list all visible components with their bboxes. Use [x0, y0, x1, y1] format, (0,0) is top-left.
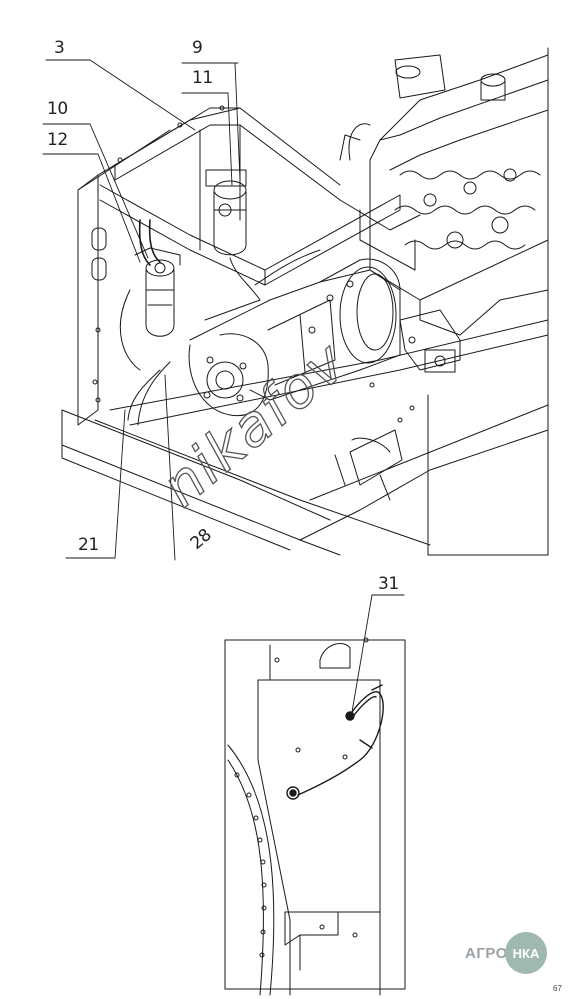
- engine-mount: [399, 309, 461, 373]
- leader-line-31: [351, 594, 405, 713]
- hydraulic-lines: [127, 219, 321, 426]
- callout-12: 12: [47, 130, 68, 150]
- bottom-detail-drawing: [224, 594, 406, 996]
- detail-border: [224, 639, 406, 990]
- callout-10: 10: [47, 99, 68, 119]
- wheel-rim: [227, 744, 275, 996]
- chassis-frame: [61, 319, 549, 556]
- callout-11: 11: [192, 68, 213, 88]
- engine-block: [339, 54, 549, 336]
- page-number: 67: [553, 984, 562, 993]
- logo-text: АГРО: [465, 945, 508, 962]
- upper-frame: [99, 105, 421, 286]
- callout-3: 3: [54, 38, 65, 58]
- side-bracket: [77, 107, 241, 426]
- callout-21: 21: [78, 535, 99, 555]
- side-panel: [257, 637, 381, 996]
- callout-9: 9: [192, 38, 203, 58]
- hydraulic-pump: [188, 258, 401, 417]
- leader-lines: [42, 59, 241, 561]
- logo-badge: НКА: [505, 932, 547, 974]
- hydraulic-hose: [286, 684, 384, 800]
- detail-view-border: [427, 47, 549, 556]
- filter-housing-right: [205, 169, 261, 301]
- top-assembly-drawing: [42, 47, 549, 561]
- callout-31: 31: [378, 574, 399, 594]
- filter-housing-left: [120, 247, 181, 371]
